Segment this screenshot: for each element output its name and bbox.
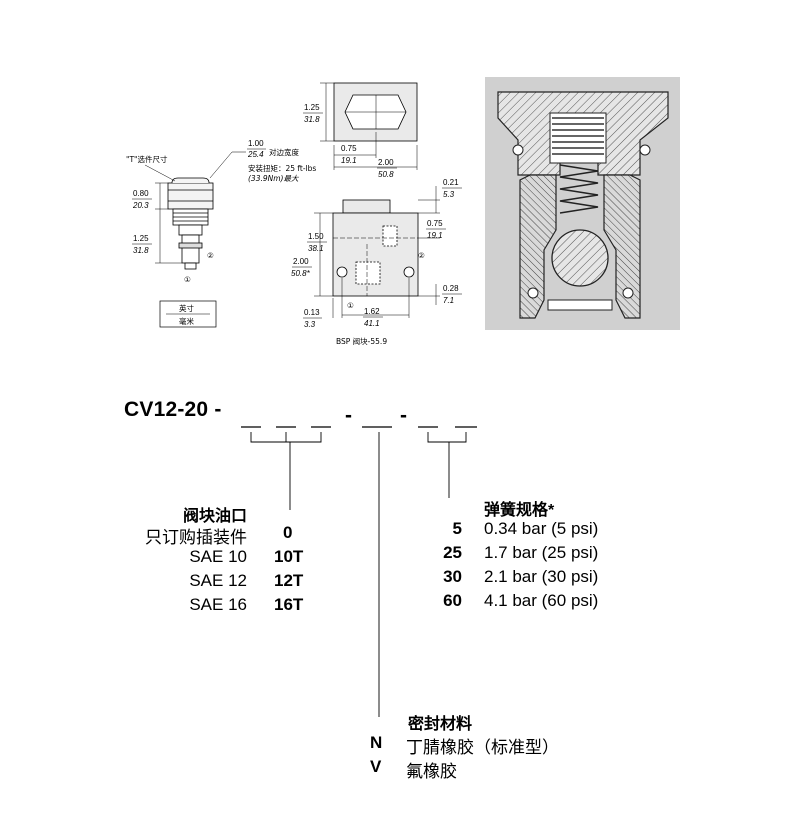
blk-075-in: 0.75	[427, 219, 443, 228]
order-code-lines	[241, 426, 477, 717]
seal-option-code: N	[370, 733, 383, 752]
port1-label-cart: ①	[184, 275, 191, 284]
legend-mm: 毫米	[179, 316, 194, 326]
len-125-in: 1.25	[133, 234, 149, 243]
port-option-code: 16T	[274, 595, 304, 614]
blk-021-mm: 5.3	[443, 190, 455, 199]
blk-162-mm: 41.1	[364, 319, 380, 328]
port-option-code: 12T	[274, 571, 304, 590]
seal-option-code: V	[370, 757, 382, 776]
seal-options-header: 密封材料	[408, 716, 473, 733]
port-option-label: SAE 12	[189, 571, 247, 590]
len-080-in: 0.80	[133, 189, 149, 198]
blk-200-mm: 50.8*	[291, 269, 311, 278]
cartridge-drawing	[155, 151, 246, 270]
seal-option-label: 氟橡胶	[406, 762, 457, 781]
blk-075-mm: 19.1	[427, 231, 443, 240]
top-200-in: 2.00	[378, 158, 394, 167]
top-075-mm: 19.1	[341, 156, 357, 165]
blk-028-in: 0.28	[443, 284, 459, 293]
legend-inch: 英寸	[179, 303, 194, 313]
block-front-view	[314, 186, 440, 318]
port-option-code: 10T	[274, 547, 304, 566]
t-size-label: "T"选件尺寸	[126, 154, 168, 164]
dash-separator-2: -	[400, 404, 407, 427]
torque-max: (33.9Nm)最大	[248, 174, 300, 183]
spring-option-label: 1.7 bar (25 psi)	[484, 543, 599, 562]
blk-150-mm: 38.1	[308, 244, 324, 253]
hex-width-in: 1.00	[248, 139, 264, 148]
port-option-label: 只订购插装件	[145, 528, 247, 547]
len-125-mm: 31.8	[133, 246, 149, 255]
spring-option-code: 25	[443, 543, 462, 562]
hex-width-label: 对边宽度	[269, 147, 299, 157]
blk-200-in: 2.00	[293, 257, 309, 266]
port-option-label: SAE 16	[189, 595, 247, 614]
top-200-mm: 50.8	[378, 170, 394, 179]
dash-separator-1: -	[345, 404, 352, 427]
blk-150-in: 1.50	[308, 232, 324, 241]
port-option-label: SAE 10	[189, 547, 247, 566]
torque-label: 安装扭矩：25 ft-lbs	[248, 163, 316, 173]
top-h-mm: 31.8	[304, 115, 320, 124]
blk-028-mm: 7.1	[443, 296, 454, 305]
port-option-code: 0	[283, 523, 293, 542]
spring-option-code: 30	[443, 567, 462, 586]
spring-option-label: 4.1 bar (60 psi)	[484, 591, 599, 610]
hex-width-mm: 25.4	[247, 150, 264, 159]
blk-021-in: 0.21	[443, 178, 459, 187]
len-080-mm: 20.3	[132, 201, 149, 210]
port1-label-blk: ①	[347, 301, 354, 310]
cross-section-image	[485, 77, 680, 330]
port-options-header: 阀块油口	[182, 508, 247, 525]
blk-013-in: 0.13	[304, 308, 320, 317]
spring-option-label: 2.1 bar (30 psi)	[484, 567, 599, 586]
spring-option-code: 60	[443, 591, 462, 610]
blk-013-mm: 3.3	[304, 320, 316, 329]
port2-label-cart: ②	[207, 251, 214, 260]
spring-option-label: 0.34 bar (5 psi)	[484, 519, 599, 538]
seal-option-label: 丁腈橡胶（标准型）	[406, 738, 559, 757]
model-code: CV12-20 -	[124, 398, 222, 421]
spring-option-code: 5	[452, 519, 462, 538]
block-top-view	[320, 82, 418, 170]
spring-options-header: 弹簧规格*	[484, 502, 555, 519]
port2-label-blk: ②	[418, 251, 425, 260]
blk-162-in: 1.62	[364, 307, 380, 316]
bsp-caption: BSP 阀块-55.9	[336, 336, 387, 346]
top-h-in: 1.25	[304, 103, 320, 112]
unit-legend	[159, 300, 217, 328]
top-075-in: 0.75	[341, 144, 357, 153]
